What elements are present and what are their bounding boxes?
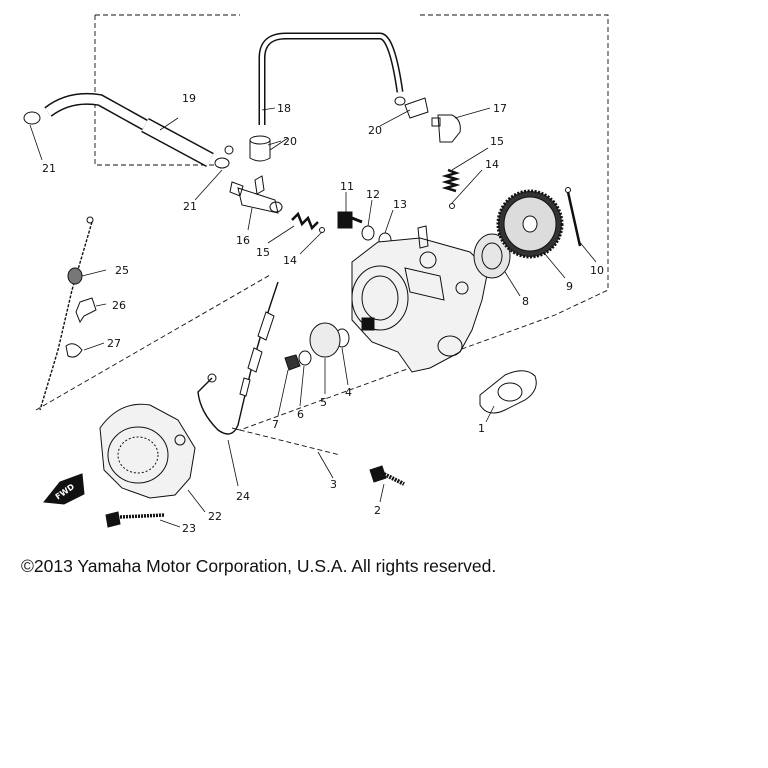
plate-5 — [309, 322, 341, 358]
callout-15-right: 15 — [490, 135, 504, 148]
spring-15-right — [441, 168, 461, 193]
pump-body — [351, 225, 489, 373]
callout-6: 6 — [297, 408, 304, 421]
callout-15-left: 15 — [256, 246, 270, 259]
callout-11: 11 — [340, 180, 354, 193]
callout-20-left: 20 — [283, 135, 297, 148]
copyright-notice: ©2013 Yamaha Motor Corporation, U.S.A. A… — [21, 556, 497, 576]
spring-15-left — [291, 211, 319, 231]
oil-seal-8 — [473, 233, 511, 279]
callout-21-left: 21 — [42, 162, 56, 175]
callout-19: 19 — [182, 92, 196, 105]
leader-lines — [29, 107, 597, 528]
callout-8: 8 — [522, 295, 529, 308]
callout-24: 24 — [236, 490, 250, 503]
clip-21-right — [214, 157, 230, 169]
callout-21-right: 21 — [183, 200, 197, 213]
cable-25 — [39, 216, 94, 411]
joint-20-right — [394, 96, 429, 119]
washer-6 — [298, 350, 312, 366]
clamp-26 — [75, 297, 97, 324]
fitting-17 — [431, 114, 461, 143]
screw-23 — [105, 511, 166, 528]
callout-7: 7 — [272, 418, 279, 431]
callout-10: 10 — [590, 264, 604, 277]
bolt-2 — [369, 465, 405, 486]
callout-17: 17 — [493, 102, 507, 115]
callout-27: 27 — [107, 337, 121, 350]
drive-gear-9 — [496, 189, 564, 259]
callout-20-right: 20 — [368, 124, 382, 137]
bolt-11 — [337, 211, 363, 229]
callout-14-right: 14 — [485, 158, 499, 171]
clamp-27 — [65, 343, 83, 358]
check-valve-16 — [229, 175, 283, 214]
nut-7 — [284, 354, 301, 371]
callout-13: 13 — [393, 198, 407, 211]
cable-24 — [197, 281, 279, 435]
callout-12: 12 — [366, 188, 380, 201]
callout-25: 25 — [115, 264, 129, 277]
callout-2: 2 — [374, 504, 381, 517]
gasket-1 — [479, 370, 537, 414]
callout-26: 26 — [112, 299, 126, 312]
callout-3: 3 — [330, 478, 337, 491]
callout-14-left: 14 — [283, 254, 297, 267]
ball-14-right — [449, 203, 455, 209]
callout-1: 1 — [478, 422, 485, 435]
callout-16: 16 — [236, 234, 250, 247]
washer-12 — [361, 225, 375, 241]
exploded-parts-diagram: 19 18 20 21 21 17 20 15 14 11 12 13 16 1… — [23, 14, 609, 535]
pin-10 — [566, 191, 582, 247]
callout-4: 4 — [345, 386, 352, 399]
oil-pipe-19 — [44, 92, 214, 168]
forward-arrow — [43, 473, 85, 505]
cover-22 — [99, 403, 196, 499]
assembly-outline — [35, 14, 609, 456]
callout-18: 18 — [277, 102, 291, 115]
clip-21-left — [23, 111, 41, 125]
callout-5: 5 — [320, 396, 327, 409]
callout-9: 9 — [566, 280, 573, 293]
joint-20-left — [249, 135, 271, 162]
callout-22: 22 — [208, 510, 222, 523]
callout-23: 23 — [182, 522, 196, 535]
ball-14-left — [319, 227, 325, 233]
